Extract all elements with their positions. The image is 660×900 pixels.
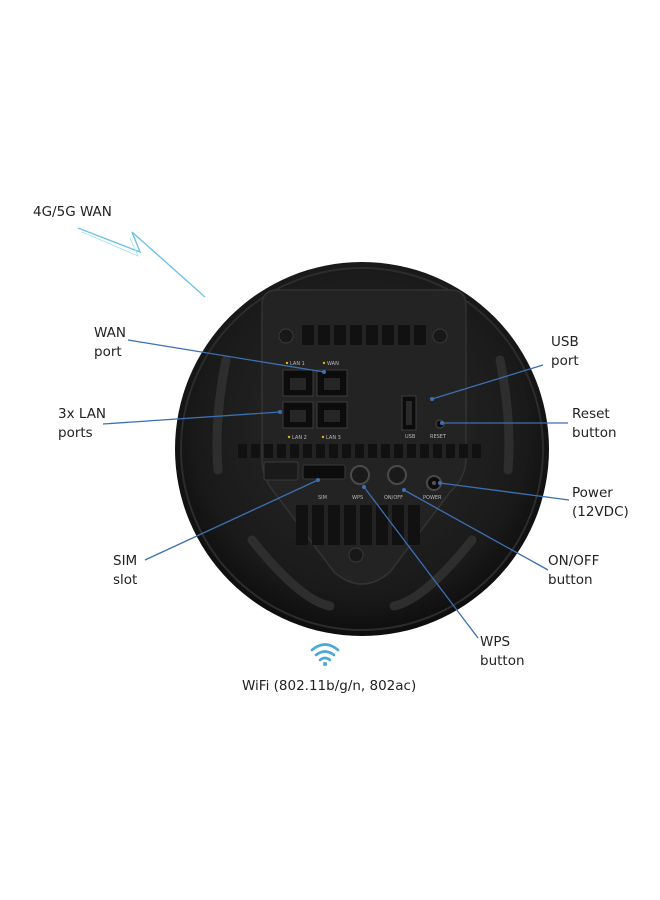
usb-marking: USB: [405, 434, 416, 440]
lan3-marking: LAN 3: [326, 435, 341, 441]
label-onoff-button: ON/OFF button: [548, 553, 600, 588]
sim-slot: [302, 464, 346, 480]
lightning-icon: [77, 227, 206, 298]
wps-button: [350, 465, 370, 485]
wps-marking: WPS: [352, 495, 363, 501]
label-4g5g-wan: 4G/5G WAN: [33, 204, 112, 220]
lan2-marking: LAN 2: [292, 435, 307, 441]
lan1-marking: LAN 1: [290, 361, 305, 367]
onoff-marking: ON/OFF: [384, 495, 403, 501]
reset-marking: RESET: [430, 434, 447, 440]
wan-marking: WAN: [327, 361, 339, 367]
label-power: Power (12VDC): [572, 485, 629, 520]
router-device: [175, 262, 549, 636]
label-wifi: WiFi (802.11b/g/n, 802ac): [242, 678, 417, 694]
wifi-icon: [310, 643, 340, 662]
sim-marking: SIM: [318, 495, 327, 501]
ethernet-ports: LAN 1 WAN LAN 2 LAN 3: [282, 361, 348, 441]
onoff-button: [387, 465, 407, 485]
label-wps-button: WPS button: [480, 634, 525, 669]
label-lan-ports: 3x LAN ports: [58, 406, 107, 441]
label-usb-port: USB port: [551, 334, 579, 369]
power-marking: POWER: [423, 495, 442, 501]
label-sim-slot: SIM slot: [113, 553, 138, 588]
leader-lines: [102, 339, 570, 639]
label-wan-port: WAN port: [94, 325, 126, 360]
label-reset-button: Reset button: [572, 406, 617, 441]
